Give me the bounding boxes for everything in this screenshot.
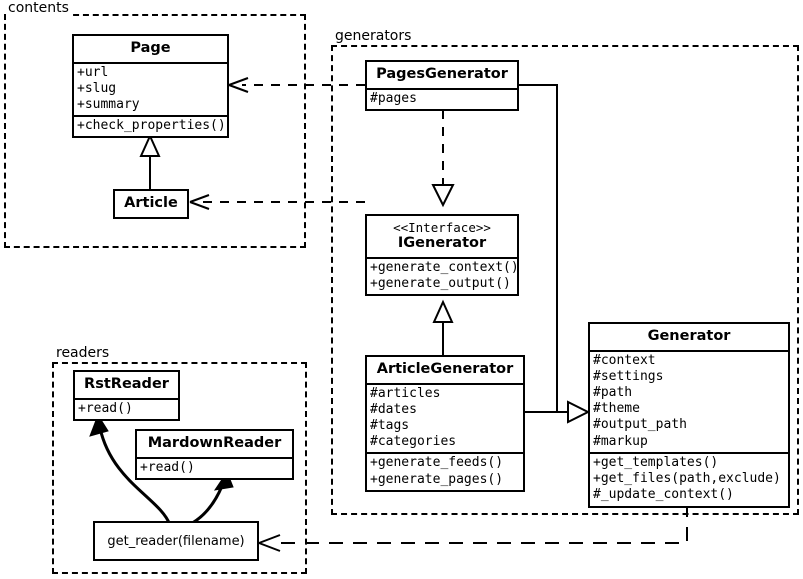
package-readers-border <box>52 362 307 574</box>
package-readers-label: readers <box>54 345 113 361</box>
operation-row: +check_properties() <box>77 118 226 134</box>
package-contents-border <box>4 14 306 248</box>
function-get-reader-label: get_reader(filename) <box>107 533 245 549</box>
operation-row: +generate_pages() <box>370 471 504 487</box>
class-pagesgenerator[interactable]: PagesGenerator #pages <box>365 60 519 111</box>
class-article[interactable]: Article <box>113 189 189 219</box>
class-igenerator-stereotype: <<Interface>> <box>393 220 491 235</box>
package-contents-label: contents <box>6 0 72 16</box>
attribute-row: #markup <box>593 433 648 449</box>
attribute-row: #path <box>593 385 633 401</box>
class-articlegenerator-attributes: #articles #dates #tags #categories <box>367 382 523 453</box>
class-rstreader-operations: +read() <box>75 397 178 419</box>
attribute-row: +summary <box>77 97 140 113</box>
attribute-row: #dates <box>370 401 417 417</box>
class-pagesgenerator-attributes: #pages <box>367 87 517 109</box>
class-mardownreader-title: MardownReader <box>147 435 282 451</box>
package-contents <box>4 14 306 248</box>
class-generator[interactable]: Generator #context #settings #path #them… <box>588 322 790 508</box>
attribute-row: +url <box>77 64 109 80</box>
class-generator-title: Generator <box>647 328 731 344</box>
class-rstreader[interactable]: RstReader +read() <box>73 370 180 421</box>
attribute-row: #context <box>593 352 656 368</box>
attribute-row: #theme <box>593 401 640 417</box>
attribute-row: #categories <box>370 434 457 450</box>
class-page-attributes: +url +slug +summary <box>74 61 227 116</box>
class-articlegenerator[interactable]: ArticleGenerator #articles #dates #tags … <box>365 355 525 492</box>
package-generators-label: generators <box>333 28 415 44</box>
operation-row: +generate_output() <box>370 275 511 291</box>
package-readers <box>52 362 307 574</box>
attribute-row: #output_path <box>593 417 687 433</box>
attribute-row: #tags <box>370 418 410 434</box>
class-articlegenerator-operations: +generate_feeds() +generate_pages() <box>367 452 523 489</box>
class-page-title: Page <box>130 40 171 56</box>
function-get-reader[interactable]: get_reader(filename) <box>93 521 259 561</box>
class-igenerator-title: <<Interface>> IGenerator <box>367 216 517 257</box>
class-igenerator-operations: +generate_context() +generate_output() <box>367 256 519 294</box>
class-generator-attributes: #context #settings #path #theme #output_… <box>590 349 788 452</box>
attribute-row: #settings <box>593 368 664 384</box>
class-articlegenerator-title: ArticleGenerator <box>376 361 514 377</box>
operation-row: +read() <box>78 400 133 416</box>
class-igenerator-name: IGenerator <box>397 235 487 251</box>
class-mardownreader-operations: +read() <box>137 456 292 478</box>
operation-row: +get_templates() <box>593 454 719 470</box>
class-article-title: Article <box>124 195 178 211</box>
operation-row: +get_files(path,exclude) <box>593 471 781 487</box>
class-igenerator[interactable]: <<Interface>> IGenerator +generate_conte… <box>365 214 519 297</box>
attribute-row: #articles <box>370 385 441 401</box>
operation-row: +generate_context() <box>370 259 519 275</box>
class-page-operations: +check_properties() <box>74 115 227 136</box>
operation-row: #_update_context() <box>593 487 734 503</box>
operation-row: +read() <box>140 459 195 475</box>
attribute-row: #pages <box>370 90 417 106</box>
operation-row: +generate_feeds() <box>370 455 504 471</box>
class-mardownreader[interactable]: MardownReader +read() <box>135 429 294 480</box>
class-rstreader-title: RstReader <box>84 376 169 392</box>
class-page[interactable]: Page +url +slug +summary +check_properti… <box>72 34 229 139</box>
class-generator-operations: +get_templates() +get_files(path,exclude… <box>590 451 788 506</box>
attribute-row: +slug <box>77 80 117 96</box>
class-pagesgenerator-title: PagesGenerator <box>376 66 508 82</box>
